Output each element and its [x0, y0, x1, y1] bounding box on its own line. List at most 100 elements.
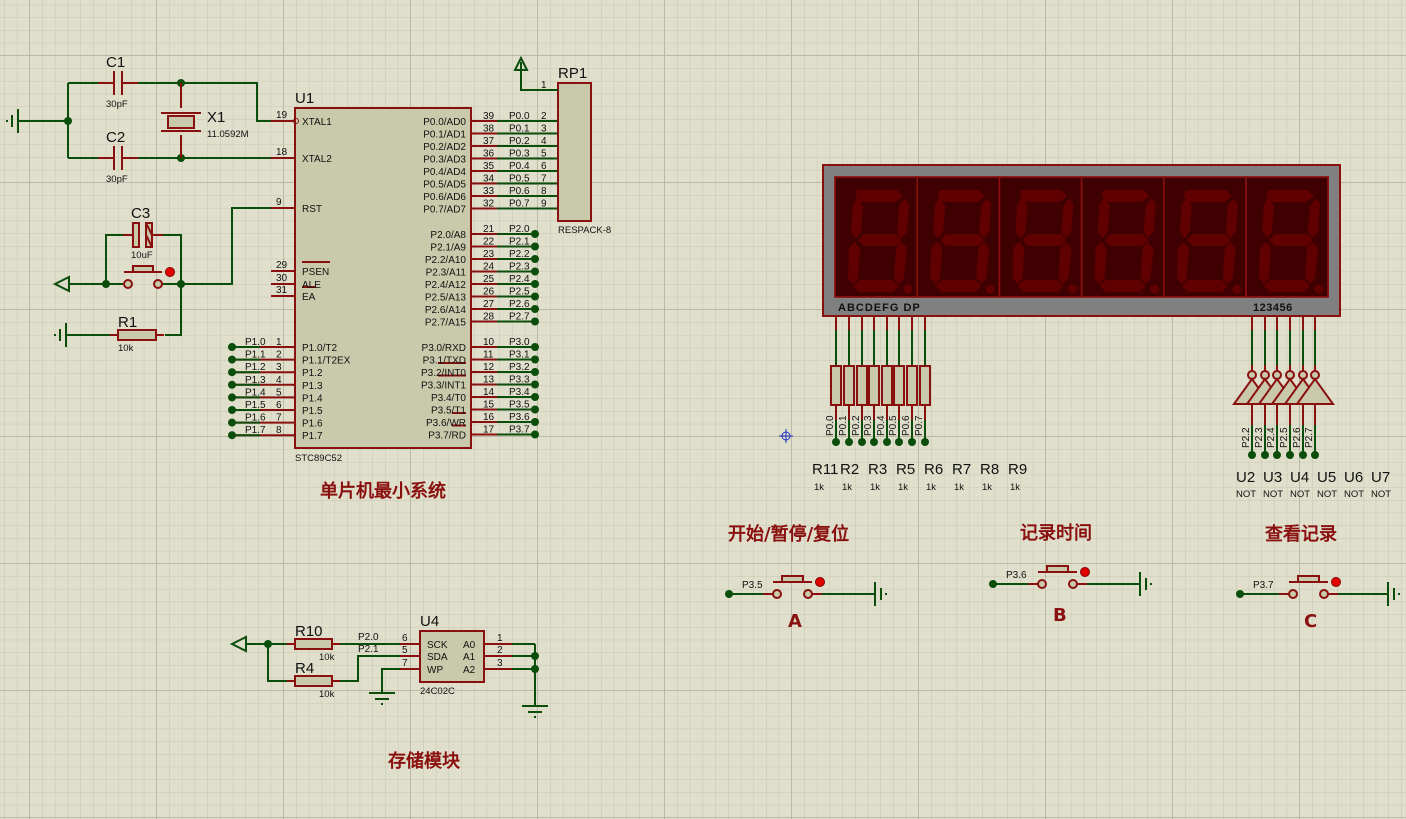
pin-number: 28	[483, 312, 495, 323]
segment	[1094, 242, 1107, 284]
pin-number: 1	[276, 337, 282, 348]
junction-dot	[531, 305, 539, 313]
net-label: P0.1	[509, 124, 530, 135]
net-label: P1.2	[245, 362, 266, 373]
pin-name: P2.3/A11	[426, 268, 467, 279]
junction-dot	[531, 292, 539, 301]
button-cap[interactable]	[781, 575, 804, 583]
button-cap[interactable]	[1297, 575, 1320, 583]
pin-number: 7	[541, 174, 547, 185]
seven-segment-digit	[1163, 176, 1247, 298]
segment	[1269, 234, 1313, 246]
net-label: P3.4	[509, 387, 530, 398]
push-button-a[interactable]	[772, 575, 825, 599]
button-contact	[1288, 589, 1298, 599]
button-cap[interactable]	[132, 265, 154, 273]
net-label: P2.6	[1292, 427, 1303, 448]
inverter-ref: U4	[1290, 469, 1309, 486]
net-label: P3.1	[509, 350, 530, 361]
inverter-part: NOT	[1344, 489, 1364, 500]
pin-name: P2.0/A8	[430, 230, 466, 241]
decimal-point	[1150, 284, 1160, 294]
wire[interactable]	[267, 644, 287, 682]
net-label: P2.2	[1241, 427, 1252, 448]
button-label: A	[788, 611, 802, 632]
pin-name: RST	[302, 204, 322, 215]
net-label: P2.3	[509, 262, 530, 273]
junction-dot	[531, 665, 539, 673]
pin-number: 3	[541, 124, 547, 135]
wire[interactable]	[340, 655, 400, 682]
segment-resistor	[868, 365, 880, 406]
button-cap[interactable]	[1046, 565, 1069, 573]
pin-name: P0.0/AD0	[423, 117, 466, 128]
u4-ref: U4	[420, 613, 439, 630]
pin-name: P3.5/T1	[431, 406, 466, 417]
r4-ref: R4	[295, 660, 314, 677]
segment	[894, 242, 907, 284]
r10-value: 10k	[319, 652, 335, 663]
net-label: P3.3	[509, 375, 530, 386]
net-label: P0.0	[509, 111, 530, 122]
junction-dot	[228, 355, 236, 364]
title-mcu: 单片机最小系统	[320, 480, 446, 502]
r1-ref: R1	[118, 314, 137, 331]
net-label: P2.2	[509, 249, 530, 260]
pin-number: 2	[497, 645, 503, 656]
junction-dot	[845, 438, 853, 446]
pin-name: P3.2/INT0	[421, 368, 466, 379]
pin-number: 7	[276, 413, 282, 424]
pin-number: 37	[483, 136, 495, 147]
wire[interactable]	[520, 62, 558, 91]
inverter-part: NOT	[1290, 489, 1310, 500]
pin-name: P3.4/T0	[431, 393, 466, 404]
segment-resistor	[893, 365, 905, 406]
r4-value: 10k	[319, 689, 335, 700]
reset-button[interactable]	[123, 265, 175, 289]
decimal-point	[903, 284, 913, 294]
pin-line	[145, 222, 153, 236]
net-label: P1.7	[245, 425, 266, 436]
segment-resistor-value: 1k	[954, 482, 964, 493]
inverter-part: NOT	[1317, 489, 1337, 500]
net-label: P1.5	[245, 400, 266, 411]
pin-name: P0.2/AD2	[423, 142, 466, 153]
junction-dot	[1261, 451, 1269, 459]
pin-name: P2.2/A10	[425, 255, 467, 266]
pin-number: 5	[541, 149, 547, 160]
crystal-x1-body	[167, 115, 195, 129]
pin-number: 8	[541, 186, 547, 197]
seven-segment-digit	[1245, 176, 1329, 298]
net-label: P1.6	[245, 413, 266, 424]
pin-name: P1.4	[302, 393, 323, 404]
pin-name: A0	[463, 640, 476, 651]
pin-name: A2	[463, 665, 476, 676]
title-storage: 存储模块	[388, 750, 461, 772]
junction-dot	[228, 368, 236, 377]
button-label: B	[1053, 605, 1067, 626]
wire[interactable]	[181, 207, 295, 285]
ground-icon	[1139, 572, 1152, 596]
junction-dot	[531, 230, 539, 238]
pin-name: ALE	[302, 280, 321, 291]
net-label: P3.7	[509, 425, 530, 436]
net-label: P0.2	[509, 136, 530, 147]
pin-number: 33	[483, 186, 495, 197]
net-label: P3.6	[509, 412, 530, 423]
pin-number: 8	[276, 425, 282, 436]
wire[interactable]	[381, 668, 400, 693]
net-label: P0.4	[509, 161, 530, 172]
c3-ref: C3	[131, 205, 150, 222]
segment-resistor-ref: R9	[1008, 461, 1027, 478]
button-state-indicator-icon	[1080, 567, 1090, 577]
pin-name: P3.7/RD	[428, 431, 466, 442]
pin-number: 10	[483, 337, 495, 348]
segment	[1099, 280, 1146, 292]
pin-number: 9	[276, 197, 282, 208]
segment-resistor-ref: R2	[840, 461, 859, 478]
junction-dot	[102, 280, 110, 288]
wire[interactable]	[105, 234, 123, 284]
decimal-point	[1232, 284, 1242, 294]
c1-value: 30pF	[106, 99, 128, 110]
